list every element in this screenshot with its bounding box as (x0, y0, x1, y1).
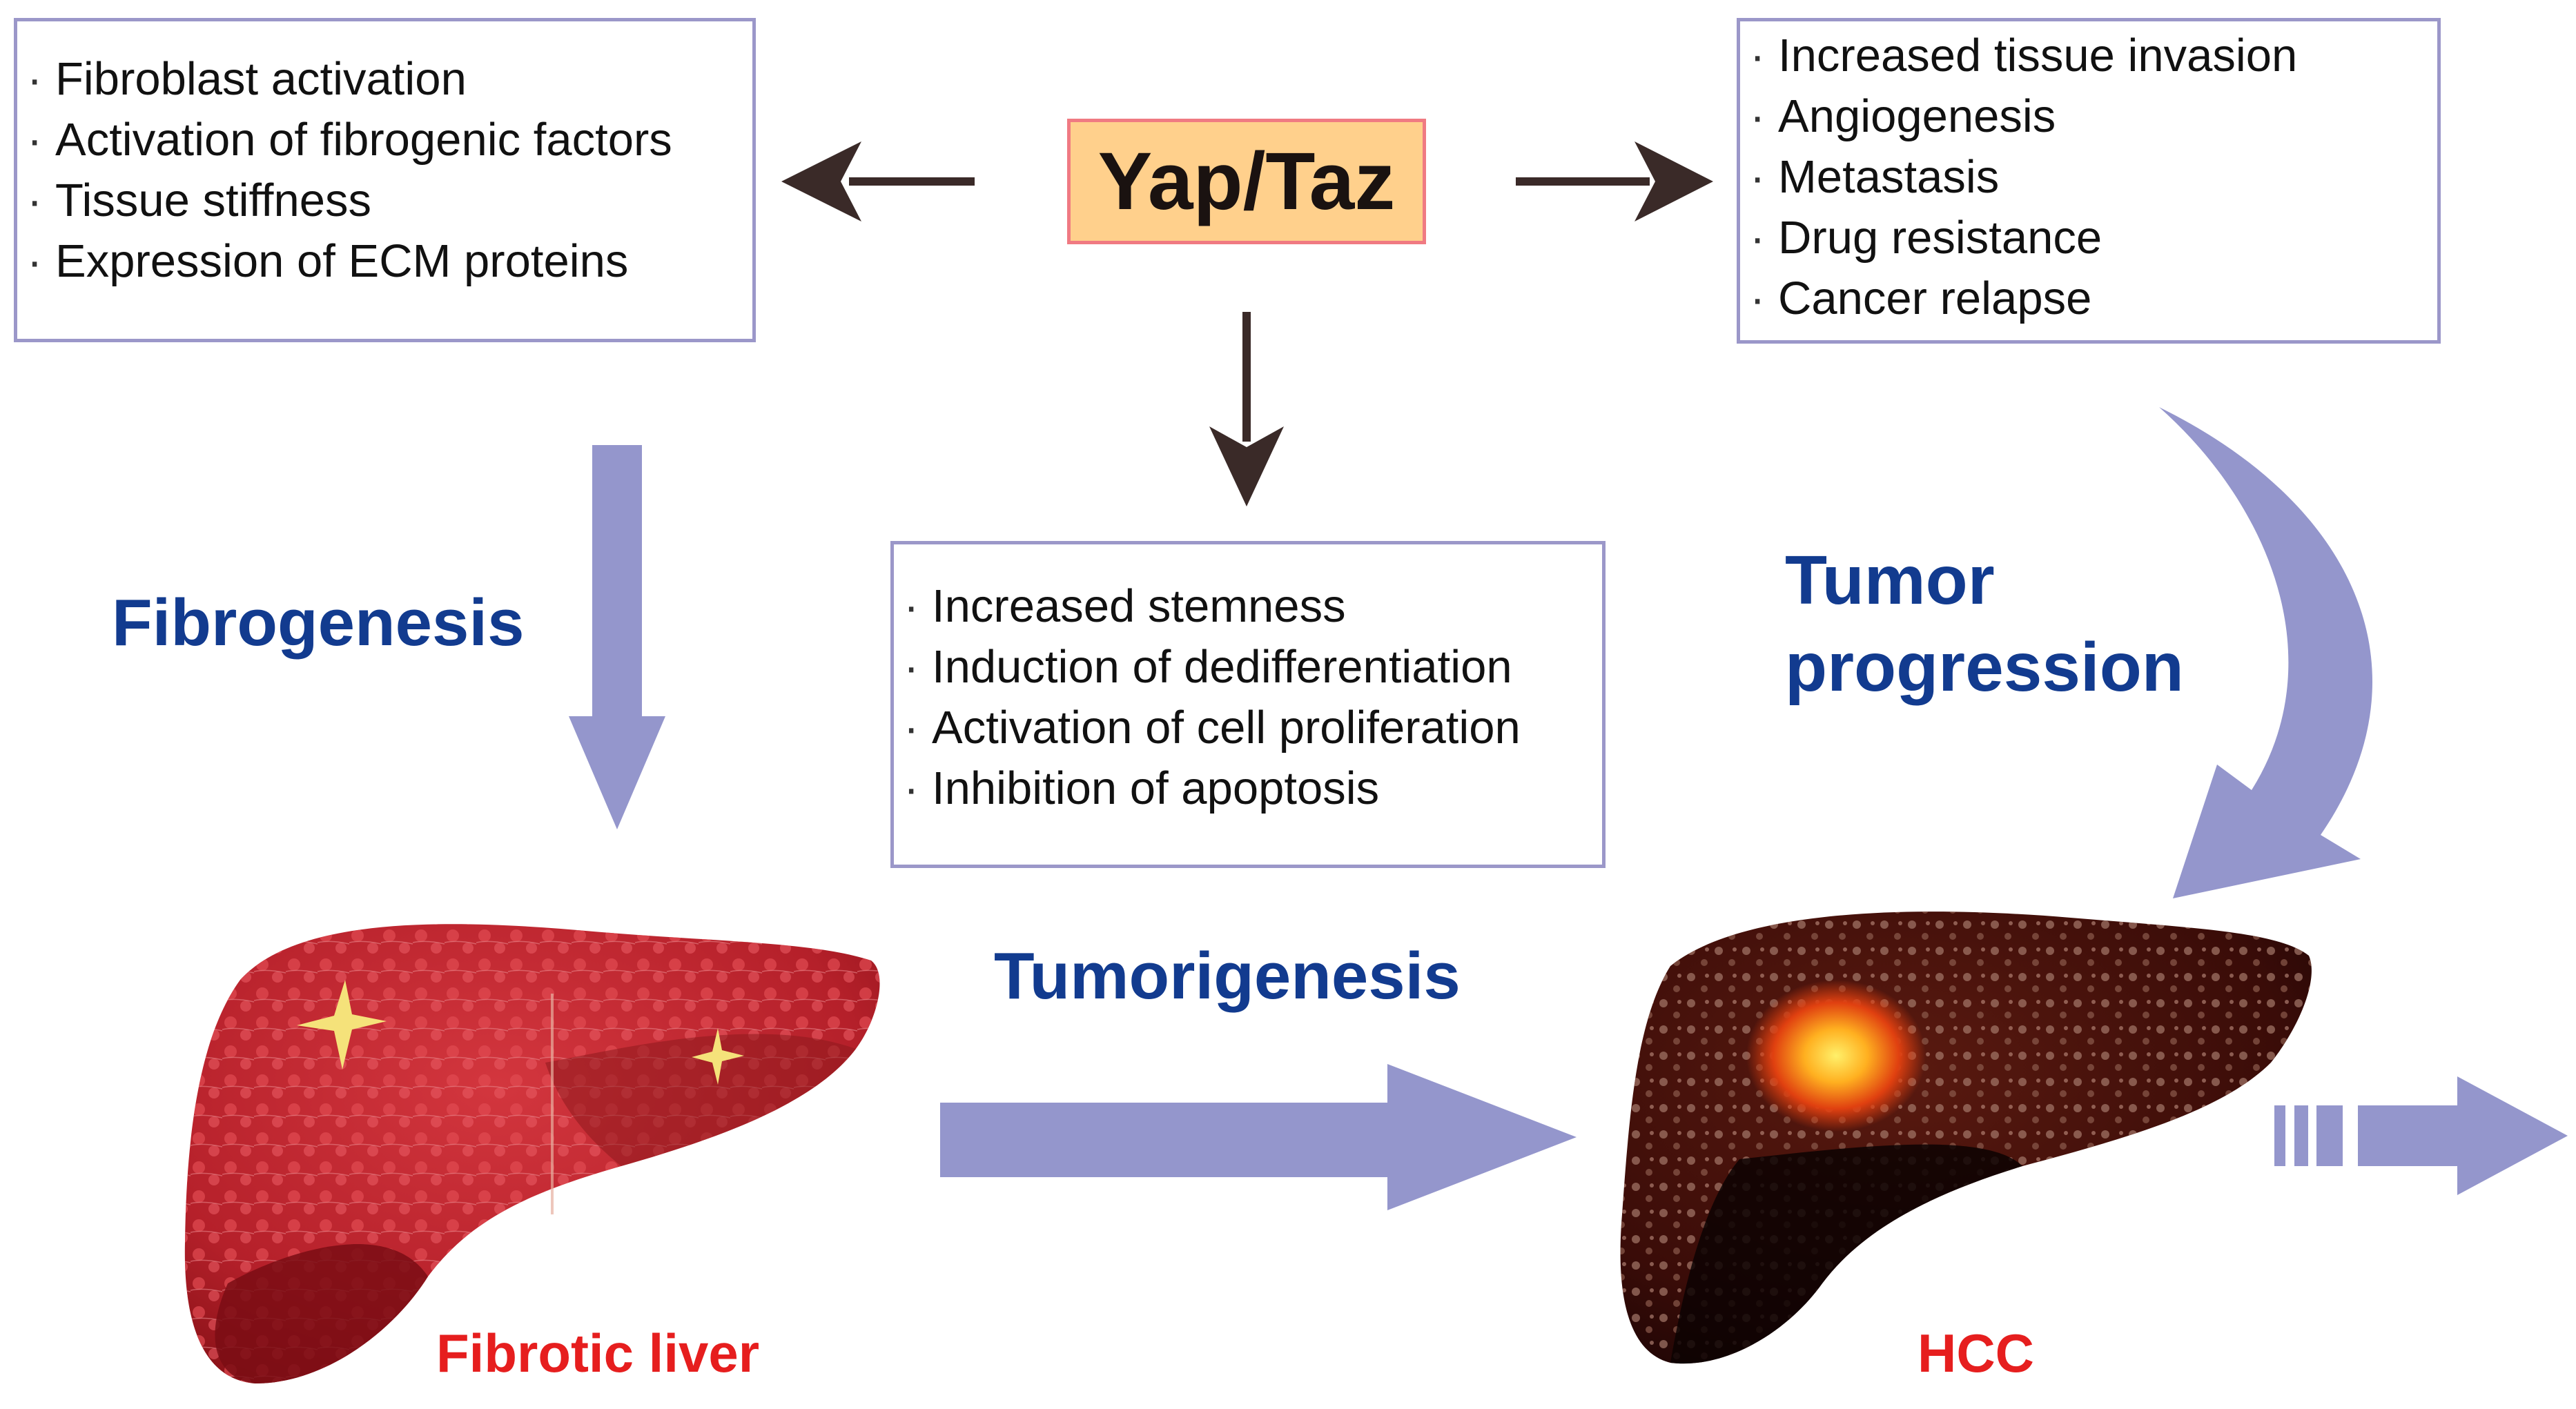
list-item: Induction of dedifferentiation (894, 637, 1602, 698)
list-item: Inhibition of apoptosis (894, 758, 1602, 819)
tumorigenesis-effects-list: Increased stemness Induction of dediffer… (894, 576, 1602, 819)
list-item: Angiogenesis (1740, 86, 2437, 147)
fibrogenesis-effects-list: Fibroblast activation Activation of fibr… (17, 49, 752, 292)
tumorigenesis-arrow (940, 1064, 1577, 1210)
tumor-progression-arrow (2159, 407, 2373, 898)
list-item: Tissue stiffness (17, 170, 752, 231)
hcc-liver-illustration (1620, 912, 2312, 1364)
tumor-progression-label-line2: progression (1785, 629, 2184, 706)
tumorigenesis-effects-box: Increased stemness Induction of dediffer… (890, 541, 1606, 868)
tumor-progression-effects-box: Increased tissue invasion Angiogenesis M… (1737, 18, 2441, 344)
arrow-down-dark (1209, 312, 1284, 506)
list-item: Metastasis (1740, 147, 2437, 208)
list-item: Activation of cell proliferation (894, 698, 1602, 758)
continuation-arrow (2274, 1076, 2568, 1195)
tumorigenesis-label: Tumorigenesis (994, 939, 1461, 1013)
arrow-left-dark (781, 141, 975, 221)
list-item: Increased tissue invasion (1740, 26, 2437, 86)
fibrogenesis-effects-box: Fibroblast activation Activation of fibr… (14, 18, 756, 342)
yap-taz-label: Yap/Taz (1097, 136, 1396, 227)
arrow-right-dark (1516, 141, 1713, 221)
list-item: Cancer relapse (1740, 268, 2437, 329)
yap-taz-node: Yap/Taz (1067, 119, 1426, 244)
list-item: Activation of fibrogenic factors (17, 110, 752, 170)
tumor-progression-label-line1: Tumor (1785, 542, 1995, 619)
fibrogenesis-label: Fibrogenesis (112, 586, 525, 660)
hcc-label: HCC (1918, 1323, 2034, 1383)
fibrogenesis-arrow (569, 445, 665, 829)
fibrotic-liver-label: Fibrotic liver (436, 1323, 760, 1383)
list-item: Increased stemness (894, 576, 1602, 637)
tumor-progression-effects-list: Increased tissue invasion Angiogenesis M… (1740, 26, 2437, 329)
list-item: Fibroblast activation (17, 49, 752, 110)
fibrotic-liver-illustration (184, 924, 880, 1383)
list-item: Expression of ECM proteins (17, 231, 752, 292)
list-item: Drug resistance (1740, 208, 2437, 268)
